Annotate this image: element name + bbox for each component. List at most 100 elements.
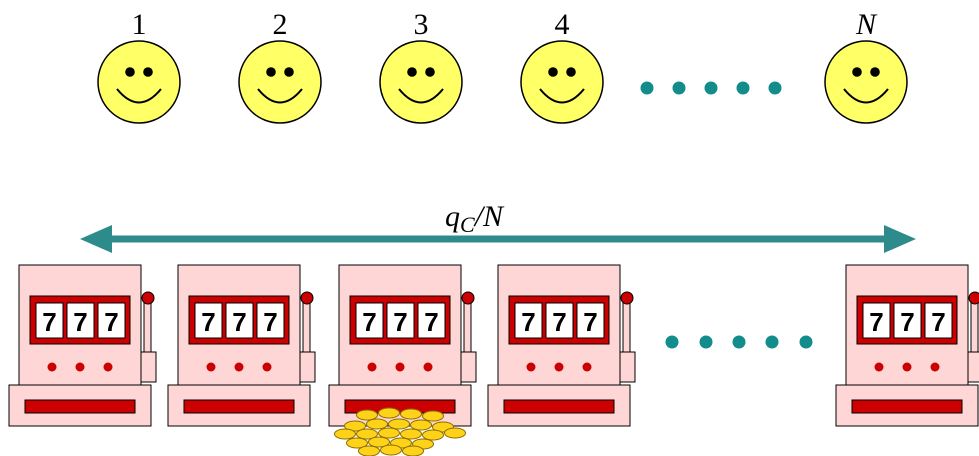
lever-rod <box>463 301 472 357</box>
player-label: N <box>855 8 878 41</box>
player-label: 4 <box>555 8 570 41</box>
ellipsis-dot <box>765 335 779 349</box>
smiley-face-icon <box>520 40 604 124</box>
player-label: 1 <box>132 8 147 41</box>
reel-symbol: 7 <box>362 307 376 337</box>
coin-icon <box>444 427 466 439</box>
indicator-light <box>367 362 377 372</box>
indicator-light <box>554 362 564 372</box>
coin-icon <box>334 428 356 440</box>
reel-symbol: 7 <box>900 307 914 337</box>
player-4: 4 <box>520 8 604 124</box>
coin-tray <box>24 399 136 414</box>
coin-icon <box>344 420 366 432</box>
lever-rod <box>302 301 311 357</box>
reel-2 <box>545 302 574 339</box>
reel-1 <box>35 302 64 339</box>
coin-icon <box>356 428 378 440</box>
eye-right <box>566 67 576 77</box>
reel-symbol: 7 <box>232 307 246 337</box>
coin-icon <box>422 429 444 441</box>
reel-symbol: 7 <box>104 307 118 337</box>
indicator-light <box>47 362 57 372</box>
reel-3 <box>576 302 605 339</box>
lever-box <box>297 351 316 383</box>
coin-pile <box>334 407 466 456</box>
eye-left <box>125 67 135 77</box>
reel-1 <box>862 302 891 339</box>
reel-symbol: 7 <box>521 307 535 337</box>
indicator-light <box>582 362 592 372</box>
ellipsis-dot <box>768 81 782 95</box>
lever-rod <box>970 301 979 357</box>
coin-tray <box>183 399 295 414</box>
ellipsis-dot <box>704 81 718 95</box>
lever-knob-icon <box>461 291 475 305</box>
reel-symbol: 7 <box>424 307 438 337</box>
eye-left <box>407 67 417 77</box>
lever-box <box>458 351 477 383</box>
reel-symbol: 7 <box>869 307 883 337</box>
reel-symbol: 7 <box>583 307 597 337</box>
coin-icon <box>380 444 402 456</box>
eye-right <box>425 67 435 77</box>
smiley-face-icon <box>238 40 322 124</box>
reel-2 <box>225 302 254 339</box>
indicator-light <box>423 362 433 372</box>
player-1: 1 <box>97 8 181 124</box>
eye-right <box>143 67 153 77</box>
coin-icon <box>368 436 390 448</box>
smiley-face-icon <box>379 40 463 124</box>
coin-icon <box>400 428 422 440</box>
indicator-light <box>103 362 113 372</box>
players-row: 1 2 3 4 N <box>97 8 908 124</box>
coin-icon <box>378 407 400 419</box>
player-2: 2 <box>238 8 322 124</box>
player-label: 2 <box>273 8 288 41</box>
lever-knob-icon <box>141 291 155 305</box>
lever-box <box>617 351 636 383</box>
arrow-head-left <box>80 225 112 253</box>
reel-2 <box>893 302 922 339</box>
coin-tray <box>851 399 963 414</box>
smile-mouth <box>257 88 303 104</box>
reel-1 <box>514 302 543 339</box>
reel-3 <box>924 302 953 339</box>
indicator-light <box>206 362 216 372</box>
eye-left <box>852 67 862 77</box>
reel-3 <box>417 302 446 339</box>
player-label: 3 <box>414 8 429 41</box>
reel-2 <box>386 302 415 339</box>
coin-icon <box>422 410 444 422</box>
player-5: N <box>824 8 908 124</box>
ellipsis-dot <box>732 335 746 349</box>
indicator-light <box>874 362 884 372</box>
reel-symbol: 7 <box>393 307 407 337</box>
reel-symbol: 7 <box>201 307 215 337</box>
lever-knob-icon <box>620 291 634 305</box>
coin-icon <box>400 408 422 420</box>
lever-box <box>138 351 157 383</box>
lever-rod <box>622 301 631 357</box>
reel-3 <box>97 302 126 339</box>
arrow-label: qC/N <box>445 200 505 237</box>
eye-left <box>548 67 558 77</box>
coin-icon <box>402 445 424 456</box>
smile-mouth <box>116 88 162 104</box>
lever-rod <box>143 301 152 357</box>
lever-knob-icon <box>968 291 979 305</box>
ellipsis-dot <box>665 335 679 349</box>
indicator-light <box>902 362 912 372</box>
reel-1 <box>194 302 223 339</box>
smiley-face-icon <box>824 40 908 124</box>
ellipsis-dot <box>672 81 686 95</box>
reel-1 <box>355 302 384 339</box>
lever-knob-icon <box>300 291 314 305</box>
reel-2 <box>66 302 95 339</box>
arrow-head-right <box>884 225 916 253</box>
